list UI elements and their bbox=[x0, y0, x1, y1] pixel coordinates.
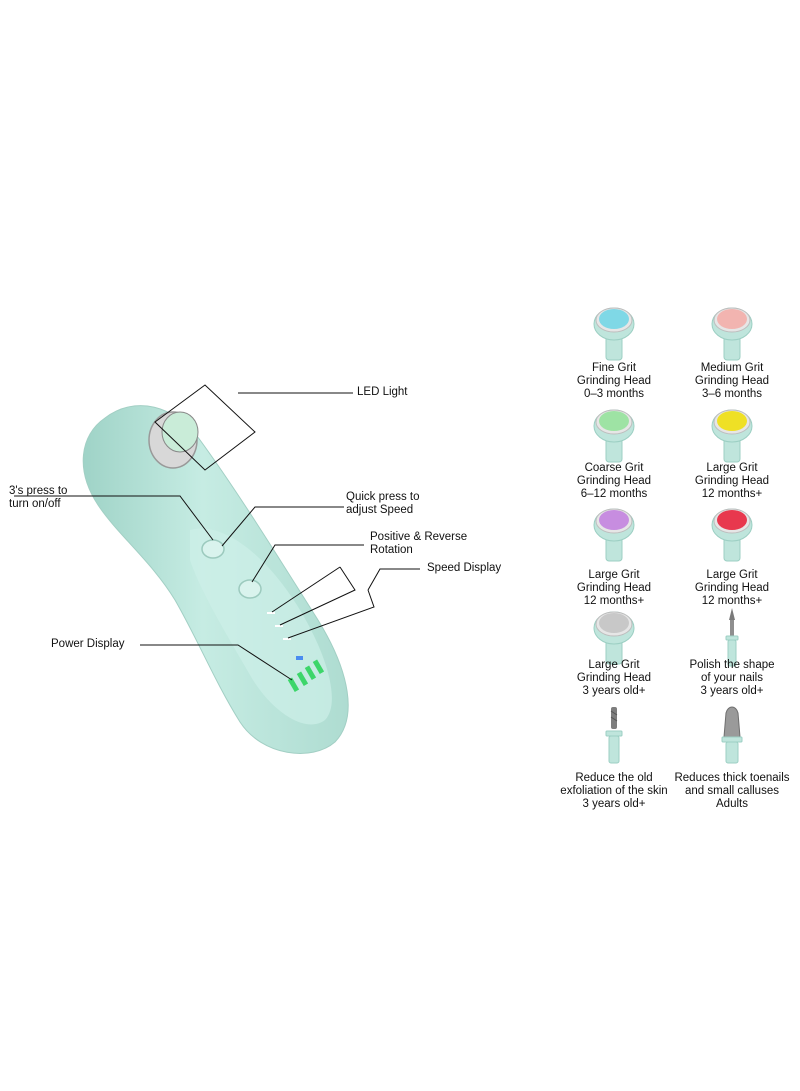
attachment-type: Grinding Head bbox=[576, 474, 652, 487]
attachment-name: Large Grit bbox=[588, 659, 640, 671]
attachment-age: Adults bbox=[716, 797, 748, 810]
attachment-age: 3 years old+ bbox=[582, 684, 646, 697]
attachment-age: 6–12 months bbox=[580, 487, 648, 500]
attachment-age: 3 years old+ bbox=[700, 684, 764, 697]
speed-button bbox=[238, 579, 262, 599]
attachment-name: Reduces thick toenails bbox=[674, 772, 790, 784]
attachment-name: Reduce the old bbox=[575, 772, 653, 784]
power-press-label: 3's press to turn on/off bbox=[9, 485, 68, 510]
attachment-name: Large Grit bbox=[588, 569, 640, 581]
attachment-age: 12 months+ bbox=[583, 594, 645, 607]
attachment-name: Coarse Grit bbox=[584, 462, 644, 474]
attachment-type: Grinding Head bbox=[694, 474, 770, 487]
attachment-name: Large Grit bbox=[706, 462, 758, 474]
attachment-1-icon bbox=[593, 307, 635, 361]
attachment-name: Fine Grit bbox=[591, 362, 637, 374]
attachment-2-icon bbox=[711, 307, 753, 361]
led-light-label: LED Light bbox=[357, 386, 408, 398]
power-display-label: Power Display bbox=[51, 638, 125, 650]
attachment-type: exfoliation of the skin bbox=[560, 784, 668, 797]
attachment-type: Grinding Head bbox=[576, 671, 652, 684]
attachment-type: and small calluses bbox=[685, 784, 779, 797]
device-panel bbox=[190, 528, 332, 725]
attachment-type: Grinding Head bbox=[694, 581, 770, 594]
attachment-name: Polish the shape bbox=[689, 659, 775, 671]
attachment-7-icon bbox=[593, 611, 635, 665]
attachment-4-icon bbox=[711, 409, 753, 463]
quick-press-label: Quick press to adjust Speed bbox=[346, 491, 420, 516]
power-button bbox=[201, 539, 225, 559]
attachment-type: Grinding Head bbox=[694, 374, 770, 387]
attachment-age: 3–6 months bbox=[701, 387, 763, 400]
attachment-5-icon bbox=[593, 508, 635, 562]
attachment-age: 12 months+ bbox=[701, 487, 763, 500]
rotation-label: Positive & Reverse Rotation bbox=[370, 531, 468, 556]
power-led-bars bbox=[287, 659, 325, 693]
attachment-6-icon bbox=[711, 508, 753, 562]
attachment-3-icon bbox=[593, 409, 635, 463]
speed-display-label: Speed Display bbox=[427, 562, 502, 574]
attachment-age: 0–3 months bbox=[583, 387, 645, 400]
attachment-9-icon bbox=[605, 707, 623, 764]
attachment-age: 3 years old+ bbox=[582, 797, 646, 810]
attachment-8-icon bbox=[725, 608, 739, 667]
attachment-type: Grinding Head bbox=[576, 374, 652, 387]
attachment-name: Large Grit bbox=[706, 569, 758, 581]
attachment-age: 12 months+ bbox=[701, 594, 763, 607]
attachment-type: Grinding Head bbox=[576, 581, 652, 594]
attachment-10-icon bbox=[721, 706, 743, 764]
attachment-type: of your nails bbox=[700, 671, 763, 684]
attachment-name: Medium Grit bbox=[700, 362, 764, 374]
speed-led-blue bbox=[296, 656, 303, 660]
